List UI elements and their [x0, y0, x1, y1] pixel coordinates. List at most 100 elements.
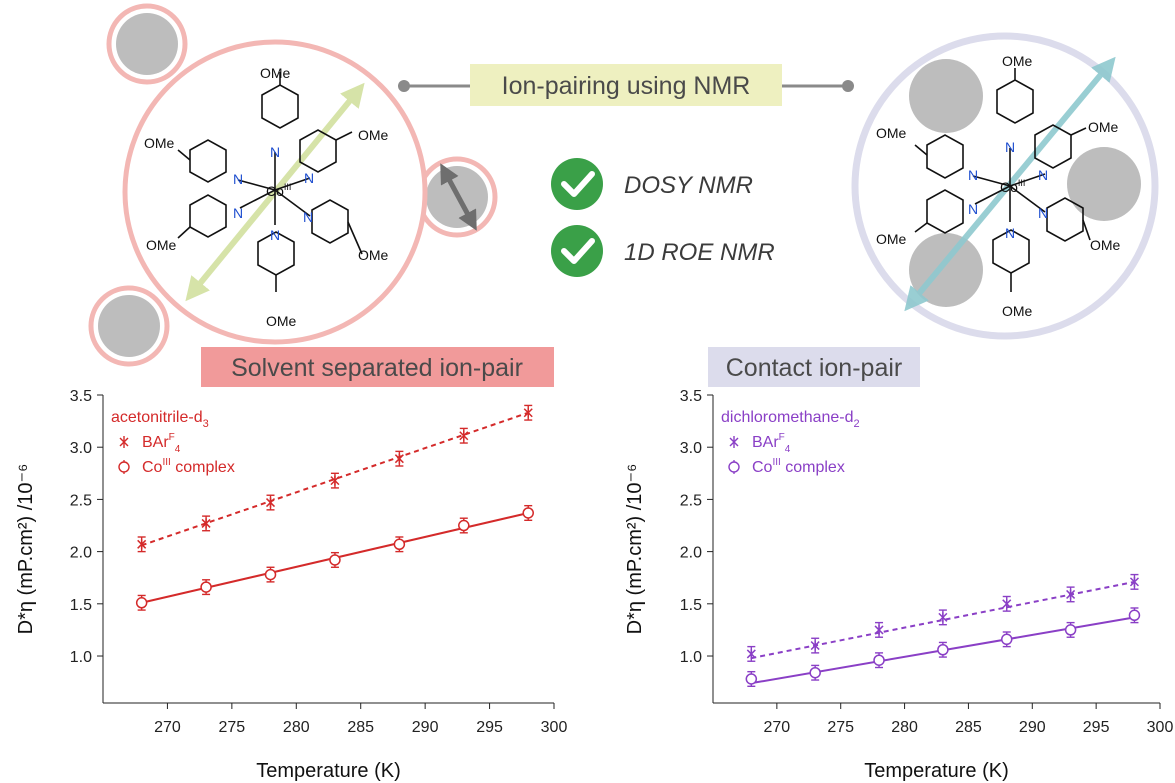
ome-label: OMe: [876, 231, 907, 247]
x-tick-label: 280: [283, 719, 310, 736]
legend-entry-name: Co: [142, 459, 163, 476]
legend-entry-name: BAr: [752, 434, 779, 451]
ome-label: OMe: [1002, 303, 1033, 319]
legend-marker: [119, 436, 129, 448]
ome-label: OMe: [1088, 119, 1119, 135]
data-point: [522, 507, 534, 519]
legend-entry-suffix: complex: [781, 459, 845, 476]
connector-dot-right: [842, 80, 854, 92]
y-tick-label: 1.0: [680, 649, 702, 666]
right-section-label: Contact ion-pair: [726, 354, 902, 382]
n-label: N: [270, 227, 280, 243]
legend-entry: CoIII complex: [752, 457, 845, 476]
top-illustration: Ion-pairing using NMR: [88, 3, 1159, 387]
y-axis-label: D*η (mP.cm²) /10⁻⁶: [624, 464, 646, 635]
ome-label: OMe: [266, 313, 297, 329]
legend-title-sub: 3: [203, 418, 209, 430]
legend-marker: [729, 436, 739, 448]
y-tick-label: 2.0: [680, 545, 702, 562]
n-label: N: [1005, 225, 1015, 241]
data-point: [265, 497, 276, 508]
legend-entry-suffix: complex: [171, 459, 235, 476]
data-point: [201, 518, 211, 529]
legend-entry: BArF4: [142, 432, 181, 455]
x-tick-label: 295: [476, 719, 503, 736]
data-point: [330, 475, 340, 486]
data-point: [1066, 589, 1076, 600]
legend-entry-sup: III: [772, 457, 780, 468]
x-axis-label: Temperature (K): [256, 760, 401, 782]
legend-entry-sup: F: [169, 432, 175, 443]
left-complex: OMe OMe OMe OMe OMe OMe N N N N N N CoII…: [88, 3, 498, 367]
data-point: [1064, 624, 1077, 636]
right-section-banner: [708, 347, 920, 387]
check-item-text: DOSY NMR: [624, 172, 753, 199]
ome-label: OMe: [260, 65, 291, 81]
data-point: [394, 453, 404, 464]
left-section-label: Solvent separated ion-pair: [231, 354, 523, 382]
x-tick-label: 280: [891, 719, 918, 736]
x-tick-label: 275: [219, 719, 246, 736]
check-icon: [551, 225, 603, 277]
data-point: [458, 519, 470, 532]
title-banner: [470, 64, 782, 106]
x-tick-label: 300: [541, 719, 568, 736]
y-tick-label: 1.0: [70, 649, 92, 666]
ome-label: OMe: [146, 237, 177, 253]
check-icon: [551, 158, 603, 210]
legend-entry: CoIII complex: [142, 457, 235, 476]
data-point: [1129, 576, 1139, 587]
anion-bottom: [98, 295, 160, 357]
data-point: [937, 644, 949, 656]
data-point: [200, 581, 212, 593]
ome-label: OMe: [1002, 53, 1033, 69]
title-text: Ion-pairing using NMR: [502, 72, 751, 100]
data-point: [809, 666, 821, 679]
y-tick-label: 1.5: [680, 597, 702, 614]
n-label: N: [304, 170, 314, 186]
anion-arrow: [440, 163, 477, 231]
cobalt-complex-right: [914, 68, 1091, 292]
n-label: N: [233, 205, 243, 221]
data-point: [874, 624, 884, 635]
x-tick-label: 300: [1147, 719, 1174, 736]
data-point: [135, 597, 148, 609]
y-tick-label: 3.0: [70, 440, 92, 457]
data-point: [393, 538, 406, 551]
legend-title: dichloromethane-d2: [721, 409, 860, 430]
n-label: N: [968, 167, 978, 183]
legend-entry: BArF4: [752, 432, 791, 455]
y-tick-label: 3.0: [680, 440, 702, 457]
x-tick-label: 270: [764, 719, 791, 736]
y-tick-label: 2.5: [680, 492, 702, 509]
x-tick-label: 290: [412, 719, 439, 736]
left-section-banner: [201, 347, 554, 387]
n-label: N: [233, 171, 243, 187]
n-label: N: [1005, 139, 1015, 155]
legend-marker: [118, 461, 130, 473]
y-tick-label: 2.0: [70, 545, 92, 562]
y-tick-label: 3.5: [70, 388, 92, 405]
metal-label: CoIII: [266, 182, 291, 199]
data-point: [745, 673, 758, 685]
ome-label: OMe: [144, 135, 175, 151]
data-point: [137, 539, 147, 550]
connector-dot-left: [398, 80, 410, 92]
legend-entry-sub: 4: [785, 444, 791, 455]
data-point: [938, 612, 948, 623]
y-axis-label: D*η (mP.cm²) /10⁻⁶: [15, 464, 37, 635]
x-tick-label: 270: [154, 719, 181, 736]
data-point: [1002, 598, 1012, 609]
data-point: [1128, 609, 1141, 622]
y-tick-label: 3.5: [680, 388, 702, 405]
x-tick-label: 275: [827, 719, 854, 736]
data-point: [873, 654, 885, 666]
y-tick-label: 2.5: [70, 492, 92, 509]
legend-entry-sup: F: [779, 432, 785, 443]
ome-label: OMe: [358, 247, 389, 263]
check-item-text: 1D ROE NMR: [624, 239, 775, 266]
n-label: N: [968, 201, 978, 217]
